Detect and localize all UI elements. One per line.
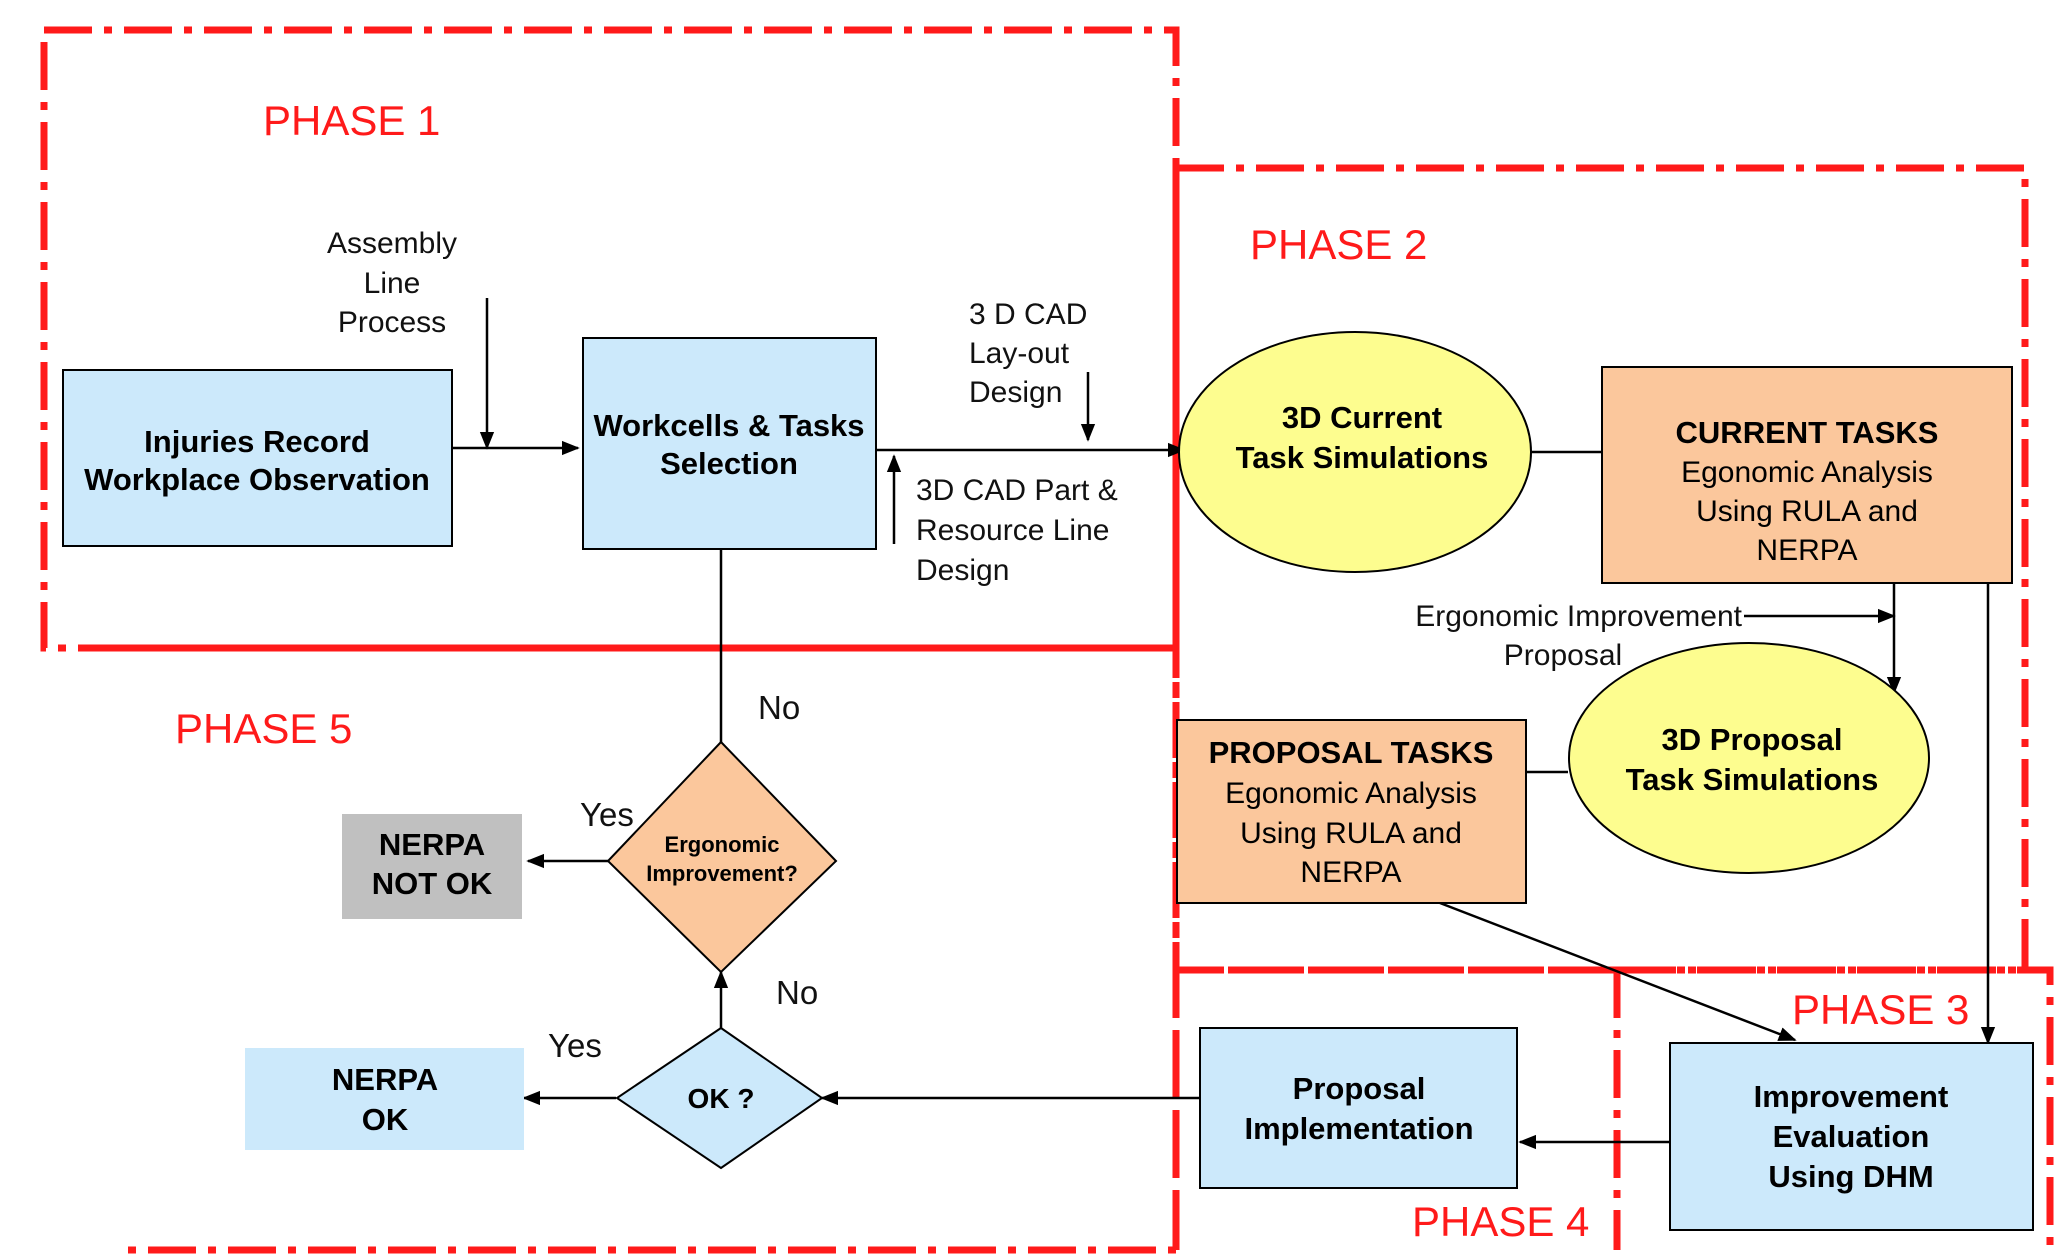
- assembly-line-3: Process: [338, 306, 446, 339]
- proposal-simulation-ellipse[interactable]: 3D Proposal Task Simulations: [1568, 642, 1930, 874]
- workcells-line-1: Workcells & Tasks: [593, 408, 864, 443]
- workcells-line-2: Selection: [660, 446, 798, 481]
- current-tasks-line-2: Using RULA and: [1696, 495, 1918, 528]
- proposal-tasks-title: PROPOSAL TASKS: [1209, 735, 1494, 770]
- cad-part-line-2: Resource Line: [916, 514, 1109, 547]
- arrow-proposal-tasks-to-evaluation: [1439, 901, 1797, 1042]
- phase-3-label: PHASE 3: [1792, 986, 1969, 1033]
- cad-layout-line-2: Lay-out: [969, 337, 1070, 370]
- ergo-proposal-line-1: Ergonomic Improvement: [1415, 600, 1742, 633]
- nerpa-ok-box[interactable]: NERPA OK: [245, 1048, 524, 1150]
- phase-1-label: PHASE 1: [263, 97, 440, 144]
- improvement-evaluation-box[interactable]: Improvement Evaluation Using DHM: [1669, 1042, 2034, 1231]
- assembly-line-2: Line: [364, 267, 421, 300]
- phase-2-border: [1172, 164, 2029, 974]
- ergo-proposal-label: Ergonomic Improvement Proposal: [1415, 600, 1742, 672]
- nerpa-ok-line-1: NERPA: [332, 1062, 438, 1097]
- proposal-implementation-box[interactable]: Proposal Implementation: [1199, 1027, 1518, 1189]
- cad-layout-label: 3 D CAD Lay-out Design: [969, 298, 1087, 409]
- cad-layout-line-3: Design: [969, 376, 1062, 409]
- workcells-selection-box[interactable]: Workcells & Tasks Selection: [582, 337, 877, 550]
- proposal-tasks-line-2: Using RULA and: [1240, 817, 1462, 850]
- proposal-tasks-line-1: Egonomic Analysis: [1225, 777, 1477, 810]
- proposal-sim-line-2: Task Simulations: [1626, 762, 1879, 797]
- ok-decision-diamond[interactable]: OK ?: [615, 1026, 824, 1170]
- current-tasks-title: CURRENT TASKS: [1676, 415, 1939, 450]
- nerpa-not-ok-line-2: NOT OK: [372, 866, 493, 901]
- ok-decision-label: OK ?: [688, 1083, 755, 1114]
- cad-part-label: 3D CAD Part & Resource Line Design: [916, 474, 1118, 587]
- phase-5-border: [118, 644, 1180, 1254]
- evaluation-line-3: Using DHM: [1768, 1159, 1933, 1194]
- nerpa-ok-line-2: OK: [362, 1102, 409, 1137]
- proposal-sim-line-1: 3D Proposal: [1662, 722, 1843, 757]
- proposal-tasks-box[interactable]: PROPOSAL TASKS Egonomic Analysis Using R…: [1176, 719, 1527, 904]
- current-tasks-line-1: Egonomic Analysis: [1681, 456, 1933, 489]
- injuries-line-1: Injuries Record: [144, 424, 370, 459]
- cad-part-line-1: 3D CAD Part &: [916, 474, 1118, 507]
- ergo-proposal-line-2: Proposal: [1504, 639, 1622, 672]
- current-tasks-line-3: NERPA: [1756, 534, 1857, 567]
- no-top-label: No: [758, 689, 800, 726]
- current-tasks-box[interactable]: CURRENT TASKS Egonomic Analysis Using RU…: [1601, 366, 2013, 584]
- implementation-line-2: Implementation: [1244, 1111, 1473, 1146]
- no-bottom-label: No: [776, 974, 818, 1011]
- assembly-label: Assembly Line Process: [327, 227, 457, 339]
- assembly-line-1: Assembly: [327, 227, 457, 260]
- proposal-tasks-line-3: NERPA: [1300, 856, 1401, 889]
- evaluation-line-2: Evaluation: [1773, 1119, 1930, 1154]
- phase-1-border: [40, 26, 1180, 652]
- yes-top-label: Yes: [580, 796, 634, 833]
- phase-4-label: PHASE 4: [1412, 1198, 1589, 1245]
- current-sim-line-1: 3D Current: [1282, 400, 1442, 435]
- nerpa-not-ok-line-1: NERPA: [379, 827, 485, 862]
- ergonomic-decision-line-2: Improvement?: [646, 861, 798, 886]
- phase-4-border: [1172, 966, 1617, 1250]
- connectors: [452, 298, 1996, 1150]
- phase-5-label: PHASE 5: [175, 705, 352, 752]
- ergonomic-decision-line-1: Ergonomic: [665, 832, 780, 857]
- current-simulation-ellipse[interactable]: 3D Current Task Simulations: [1178, 331, 1532, 573]
- nerpa-not-ok-box[interactable]: NERPA NOT OK: [342, 814, 522, 919]
- implementation-line-1: Proposal: [1293, 1071, 1426, 1106]
- injuries-record-box[interactable]: Injuries Record Workplace Observation: [62, 369, 453, 547]
- current-sim-line-2: Task Simulations: [1236, 440, 1489, 475]
- cad-part-line-3: Design: [916, 554, 1009, 587]
- phase-2-label: PHASE 2: [1250, 221, 1427, 268]
- phase-3-border: [1613, 966, 2054, 1250]
- injuries-line-2: Workplace Observation: [84, 462, 430, 497]
- phase-borders: [40, 26, 2054, 1254]
- yes-bottom-label: Yes: [548, 1027, 602, 1064]
- ergonomic-decision-diamond[interactable]: Ergonomic Improvement?: [606, 740, 838, 974]
- evaluation-line-1: Improvement: [1754, 1079, 1949, 1114]
- cad-layout-line-1: 3 D CAD: [969, 298, 1087, 331]
